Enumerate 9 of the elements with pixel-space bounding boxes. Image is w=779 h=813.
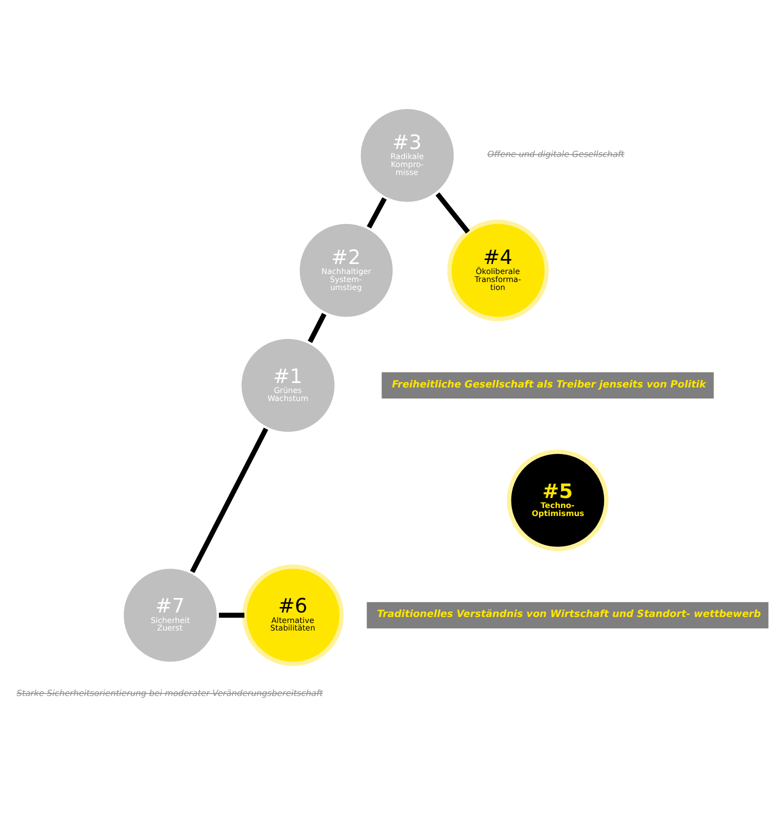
connector	[308, 312, 326, 342]
connector	[366, 196, 387, 228]
label: Offene und digitale Gesellschaft	[487, 149, 624, 160]
connector	[218, 612, 244, 618]
node-box: Freiheitliche Gesellschaft als Treiber jenseits von Politik	[382, 372, 714, 398]
connector	[436, 192, 470, 234]
connector	[190, 427, 268, 572]
node-box: Traditionelles Verständnis von Wirtschaft und Standort- wettbewerb	[366, 602, 768, 628]
label: Starke Sicherheitsorientierung bei moderater Veränderungsbereitschaft	[16, 688, 323, 698]
